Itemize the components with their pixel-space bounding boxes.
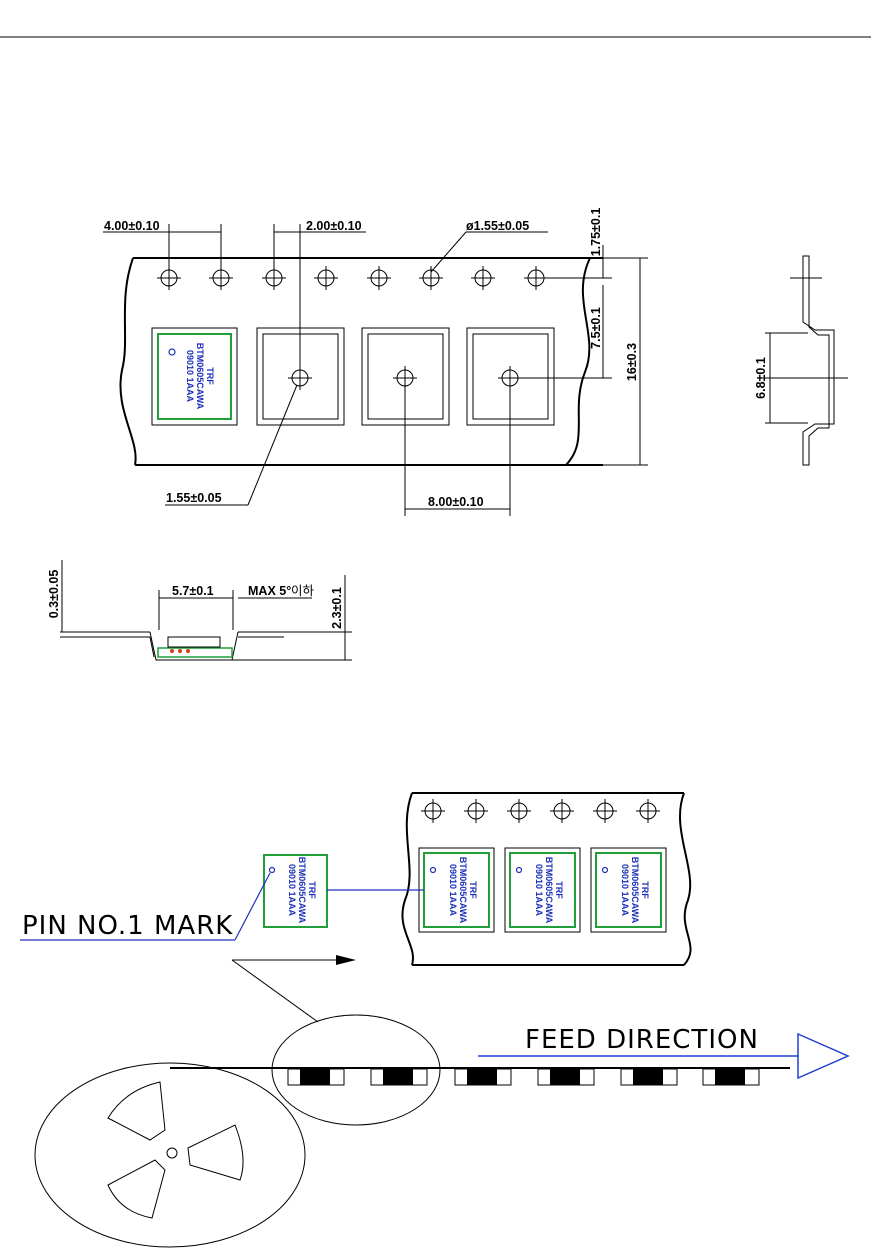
dim-pocket-depth: 6.8±0.1 bbox=[754, 357, 768, 399]
svg-text:BTM0605CAWA: BTM0605CAWA bbox=[544, 857, 554, 924]
dim-hole-edge: 1.75±0.1 bbox=[589, 208, 603, 257]
svg-text:09010 1AAA: 09010 1AAA bbox=[534, 864, 544, 917]
dim-thickness: 0.3±0.05 bbox=[47, 570, 61, 619]
tape-side-view: 6.8±0.1 bbox=[754, 256, 848, 465]
sprocket-hole bbox=[157, 266, 181, 290]
svg-text:TRF: TRF bbox=[640, 881, 650, 899]
svg-text:BTM0605CAWA: BTM0605CAWA bbox=[297, 857, 307, 924]
sprocket-hole bbox=[209, 266, 233, 290]
reel-feed-view: FEED DIRECTION bbox=[35, 960, 848, 1247]
sprocket-holes bbox=[157, 266, 548, 290]
chip-marking-line3: 09010 1AAA bbox=[185, 350, 195, 403]
sprocket-hole bbox=[262, 266, 286, 290]
svg-text:TRF: TRF bbox=[554, 881, 564, 899]
svg-text:TRF: TRF bbox=[307, 881, 317, 899]
chip-marking-line1: TRF bbox=[205, 367, 215, 385]
tape-top-view: TRF BTM0605CAWA 09010 1AAA 4.00±0.10 bbox=[103, 208, 648, 516]
tape-pockets bbox=[288, 1069, 759, 1085]
dim-hole-to-cavity: 2.00±0.10 bbox=[306, 219, 362, 233]
dim-height: 2.3±0.1 bbox=[330, 587, 344, 629]
svg-text:BTM0605CAWA: BTM0605CAWA bbox=[630, 857, 640, 924]
svg-text:BTM0605CAWA: BTM0605CAWA bbox=[458, 857, 468, 924]
svg-text:09010 1AAA: 09010 1AAA bbox=[448, 864, 458, 917]
sprocket-hole bbox=[314, 266, 338, 290]
pin-mark-view: TRF BTM0605CAWA 09010 1AAA TRF BTM0605CA… bbox=[20, 793, 691, 965]
svg-text:09010 1AAA: 09010 1AAA bbox=[287, 864, 297, 917]
dim-cavity-hole: 1.55±0.05 bbox=[166, 491, 222, 505]
cavity-with-chip: TRF BTM0605CAWA 09010 1AAA bbox=[152, 328, 237, 425]
svg-text:TRF: TRF bbox=[468, 881, 478, 899]
sprocket-hole bbox=[471, 266, 495, 290]
tape-section-view: 5.7±0.1 MAX 5° 이하 0.3±0.05 2.3±0.1 bbox=[47, 560, 352, 660]
dim-hole-to-center: 7.5±0.1 bbox=[589, 307, 603, 349]
chip-marking-line2: BTM0605CAWA bbox=[195, 343, 205, 410]
dim-tape-width: 16±0.3 bbox=[625, 343, 639, 381]
loose-chip: TRF BTM0605CAWA 09010 1AAA bbox=[264, 855, 327, 927]
cavity-with-chip: TRF BTM0605CAWA 09010 1AAA bbox=[419, 848, 494, 932]
cavity-with-chip: TRF BTM0605CAWA 09010 1AAA bbox=[505, 848, 580, 932]
sprocket-hole bbox=[419, 266, 443, 290]
dim-cavity-pitch: 8.00±0.10 bbox=[428, 495, 484, 509]
sprocket-holes bbox=[421, 799, 660, 823]
svg-text:09010 1AAA: 09010 1AAA bbox=[620, 864, 630, 917]
dim-draft-angle: MAX 5° bbox=[248, 584, 291, 598]
dim-pocket-width: 5.7±0.1 bbox=[172, 584, 214, 598]
dim-draft-angle-suffix: 이하 bbox=[291, 584, 315, 598]
pin-mark-label: PIN NO.1 MARK bbox=[22, 911, 233, 941]
dim-hole-diameter: ø1.55±0.05 bbox=[466, 219, 529, 233]
feed-direction-label: FEED DIRECTION bbox=[525, 1025, 759, 1055]
cavity-with-chip: TRF BTM0605CAWA 09010 1AAA bbox=[591, 848, 666, 932]
dim-hole-pitch: 4.00±0.10 bbox=[104, 219, 160, 233]
sprocket-hole bbox=[524, 266, 548, 290]
sprocket-hole bbox=[367, 266, 391, 290]
